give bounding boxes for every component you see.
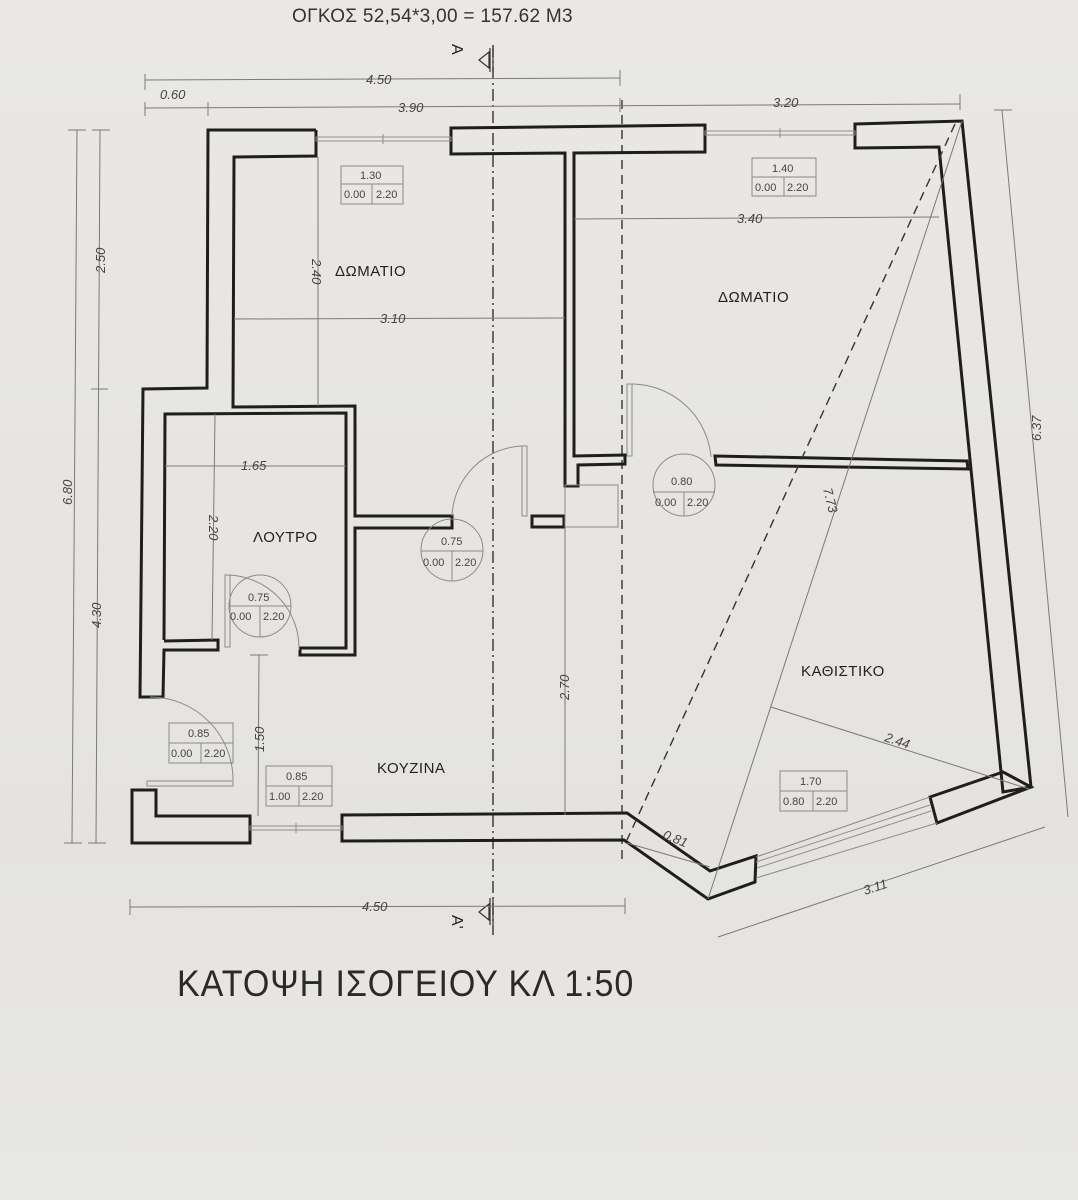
svg-text:0.00: 0.00 (230, 611, 251, 623)
section-line: A A' (448, 44, 494, 935)
walls (130, 119, 1035, 901)
opening-tag-door-bathroom: 0.75 0.00 2.20 (228, 574, 292, 638)
dim-left-lower: 4.30 (89, 602, 104, 628)
room-label-bedroom-left: ΔΩΜΑΤΙΟ (335, 263, 406, 280)
opening-tag-window-kitchen: 0.85 1.00 2.20 (265, 765, 333, 807)
opening-tag-door-bedroom-left: 0.75 0.00 2.20 (420, 518, 484, 582)
svg-text:0.75: 0.75 (441, 536, 462, 548)
dim-diagonal: 7.73 (820, 486, 841, 515)
interior-dimensions: 3.40 3.10 2.40 1.65 2.20 2.70 1.50 7.73 … (129, 109, 1069, 938)
dim-bathroom-width: 1.65 (241, 458, 267, 473)
room-label-bathroom: ΛΟΥΤΡΟ (253, 529, 318, 546)
dim-top-right: 3.20 (773, 95, 799, 110)
room-label-kitchen: ΚΟΥΖΙΝΑ (377, 760, 445, 777)
dim-right-total: 6.37 (1029, 415, 1044, 441)
svg-text:0.00: 0.00 (423, 557, 444, 569)
dim-entry-height: 1.50 (252, 726, 267, 752)
room-label-living: ΚΑΘΙΣΤΙΚΟ (801, 663, 885, 680)
svg-text:2.20: 2.20 (263, 611, 284, 623)
section-marker-top: A (448, 44, 465, 55)
svg-text:2.20: 2.20 (787, 182, 808, 194)
svg-text:0.75: 0.75 (248, 592, 269, 604)
svg-text:1.70: 1.70 (800, 776, 821, 788)
dim-top-total-left: 4.50 (366, 72, 392, 87)
top-dimensions: 4.50 0.60 3.90 3.20 (144, 70, 961, 116)
svg-text:0.80: 0.80 (671, 476, 692, 488)
left-dimensions: 6.80 2.50 4.30 (60, 129, 110, 844)
svg-text:1.30: 1.30 (360, 170, 381, 182)
opening-tag-window-living: 1.70 0.80 2.20 (779, 770, 848, 812)
svg-text:0.00: 0.00 (755, 182, 776, 194)
windows (249, 128, 938, 879)
dim-living-depth: 2.44 (882, 729, 912, 751)
dim-top-offset: 0.60 (160, 87, 186, 102)
svg-text:0.00: 0.00 (344, 189, 365, 201)
dim-bottom-total: 4.50 (362, 899, 388, 914)
svg-text:2.20: 2.20 (376, 189, 397, 201)
svg-text:0.00: 0.00 (171, 748, 192, 760)
svg-text:1.00: 1.00 (269, 791, 290, 803)
fixture-box (564, 484, 619, 528)
dim-left-upper: 2.50 (93, 247, 108, 274)
dim-bedroom-left-height: 2.40 (309, 258, 324, 285)
volume-calculation: ΟΓΚΟΣ 52,54*3,00 = 157.62 Μ3 (292, 6, 573, 27)
section-marker-bottom: A' (448, 915, 465, 929)
room-labels: ΔΩΜΑΤΙΟ ΔΩΜΑΤΙΟ ΛΟΥΤΡΟ ΚΟΥΖΙΝΑ ΚΑΘΙΣΤΙΚΟ (253, 263, 885, 777)
svg-text:0.80: 0.80 (783, 796, 804, 808)
svg-text:2.20: 2.20 (687, 497, 708, 509)
svg-text:0.85: 0.85 (286, 771, 307, 783)
opening-tag-window-bedroom-left: 1.30 0.00 2.20 (340, 165, 404, 205)
svg-text:0.85: 0.85 (188, 728, 209, 740)
svg-text:2.20: 2.20 (204, 748, 225, 760)
dim-bedroom-right-width: 3.40 (737, 211, 763, 226)
dim-left-total: 6.80 (60, 479, 75, 505)
svg-text:2.20: 2.20 (816, 796, 837, 808)
opening-tag-door-bedroom-right: 0.80 0.00 2.20 (652, 453, 716, 517)
dim-kitchen-depth: 2.70 (557, 674, 572, 701)
opening-tag-window-bedroom-right: 1.40 0.00 2.20 (751, 157, 817, 197)
dim-bottom-right: 3.11 (861, 876, 889, 898)
door-swings (146, 383, 712, 787)
svg-text:1.40: 1.40 (772, 163, 793, 175)
svg-text:2.20: 2.20 (302, 791, 323, 803)
svg-text:0.00: 0.00 (655, 497, 676, 509)
room-label-bedroom-right: ΔΩΜΑΤΙΟ (718, 289, 789, 306)
svg-text:2.20: 2.20 (455, 557, 476, 569)
dim-bathroom-height: 2.20 (206, 514, 221, 541)
dim-top-inner-left: 3.90 (398, 100, 424, 115)
opening-tag-door-entrance: 0.85 0.00 2.20 (168, 722, 234, 764)
drawing-title: ΚΑΤΟΨΗ ΙΣΟΓΕΙΟΥ ΚΛ 1:50 (177, 963, 635, 1004)
dim-bedroom-left-width: 3.10 (380, 311, 406, 326)
